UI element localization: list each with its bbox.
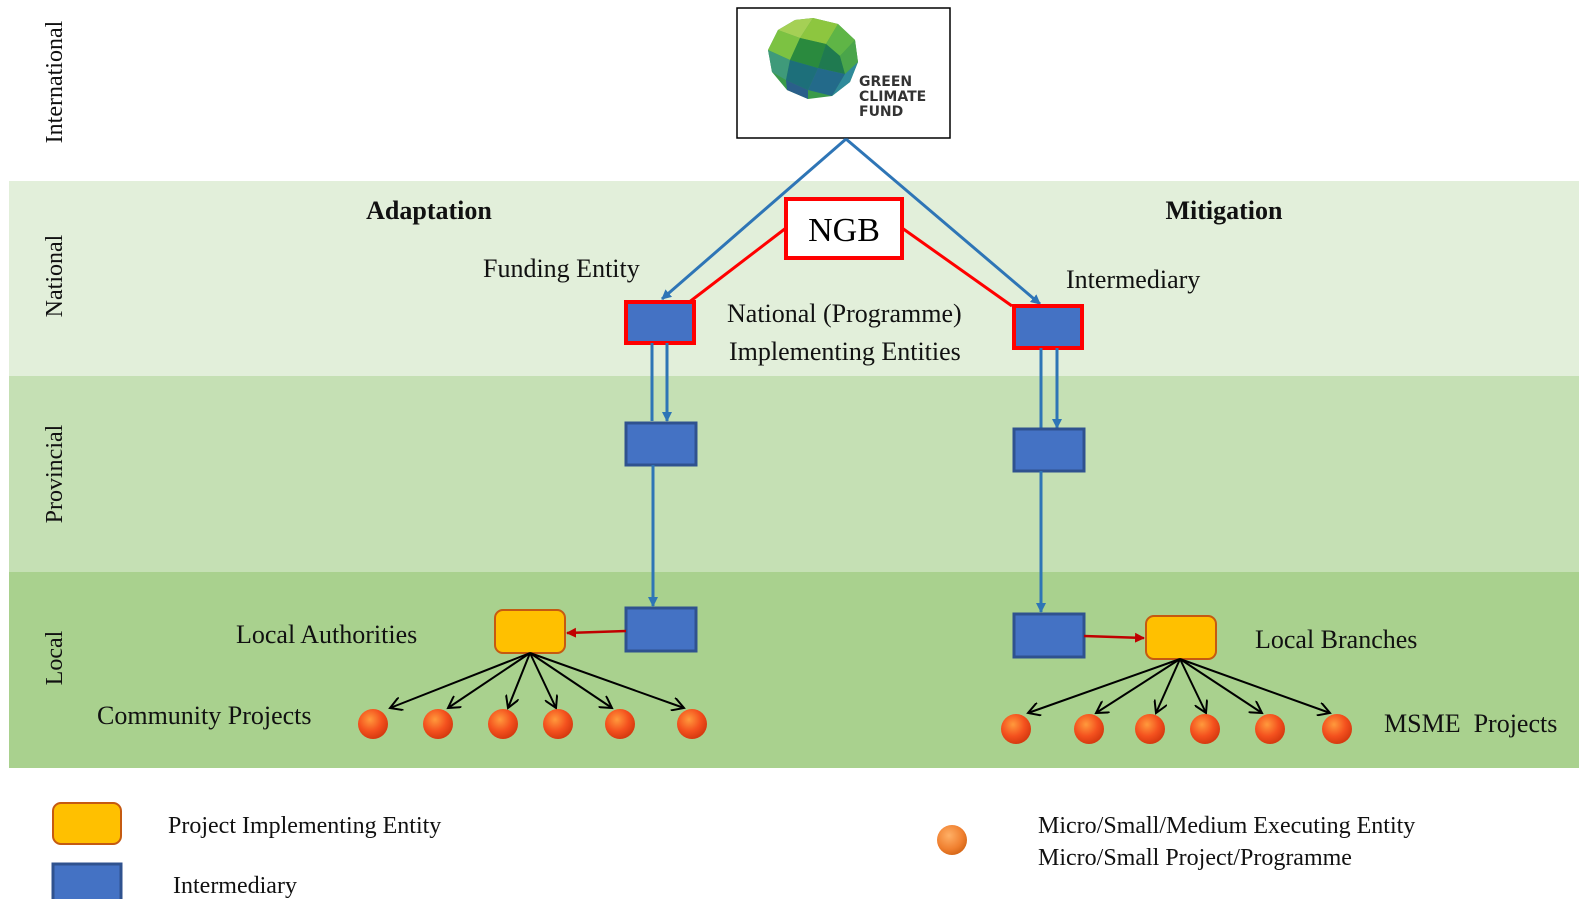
- provincial-intermediary-mitigation: [1012, 427, 1086, 473]
- community-project-dot: [543, 709, 573, 739]
- funding-entity-label: Funding Entity: [483, 254, 640, 283]
- band-provincial: [9, 376, 1579, 572]
- community-project-dots: [358, 709, 707, 739]
- legend: Project Implementing Entity Intermediary…: [51, 802, 1415, 899]
- logo-text-line1: GREEN: [859, 74, 912, 90]
- logo-text-line2: CLIMATE: [859, 89, 926, 105]
- msme-projects-label: MSME Projects: [1384, 709, 1557, 738]
- level-label-local: Local: [42, 630, 68, 685]
- legend-pie-swatch: [52, 802, 122, 845]
- ngb-link-adaptation: [687, 226, 787, 305]
- msme-project-dot: [1322, 714, 1352, 744]
- mitigation-heading: Mitigation: [1166, 196, 1284, 225]
- arrow-intermediary-to-local-authorities: [566, 627, 627, 638]
- level-label-provincial: Provincial: [42, 424, 68, 523]
- level-label-national: National: [42, 234, 68, 317]
- globe-icon: [768, 18, 858, 99]
- legend-executing-line2: Micro/Small Project/Programme: [1038, 845, 1352, 871]
- legend-intermediary-label: Intermediary: [173, 873, 297, 899]
- community-projects-label: Community Projects: [97, 701, 312, 730]
- local-branches-label: Local Branches: [1255, 625, 1417, 654]
- national-intermediary-mitigation: [1012, 304, 1084, 350]
- adaptation-heading: Adaptation: [366, 196, 492, 225]
- arrow-gcf-to-adaptation: [661, 137, 847, 301]
- local-intermediary-adaptation: [624, 606, 698, 653]
- community-project-dot: [358, 709, 388, 739]
- msme-project-dot: [1074, 714, 1104, 744]
- band-local: [9, 572, 1579, 768]
- national-implementing-line1: National (Programme): [727, 299, 962, 328]
- logo-text-line3: FUND: [859, 104, 903, 120]
- community-project-dot: [605, 709, 635, 739]
- msme-project-dot: [1135, 714, 1165, 744]
- national-implementing-line2: Implementing Entities: [729, 337, 961, 366]
- local-authorities-label: Local Authorities: [236, 620, 417, 649]
- local-intermediary-mitigation: [1012, 612, 1086, 659]
- level-label-international: International: [42, 20, 68, 143]
- intermediary-label-mitigation: Intermediary: [1066, 265, 1200, 294]
- legend-pie-label: Project Implementing Entity: [168, 813, 441, 839]
- legend-intermediary-swatch: [51, 862, 123, 899]
- community-project-dot: [677, 709, 707, 739]
- community-project-dot: [423, 709, 453, 739]
- gcf-logo: GREEN CLIMATE FUND: [736, 7, 951, 139]
- national-intermediary-adaptation: [624, 300, 696, 345]
- ngb-box: [784, 197, 904, 260]
- msme-project-dot: [1190, 714, 1220, 744]
- msme-fanout-arrows: [1028, 658, 1330, 713]
- legend-executing-line1: Micro/Small/Medium Executing Entity: [1038, 813, 1415, 839]
- local-authorities-box: [494, 609, 566, 654]
- arrow-gcf-to-mitigation: [845, 137, 1041, 306]
- legend-executing-dot: [937, 825, 967, 855]
- community-project-dot: [488, 709, 518, 739]
- msme-project-dot: [1001, 714, 1031, 744]
- ngb-link-mitigation: [901, 226, 1013, 308]
- arrow-intermediary-to-local-branches: [1083, 632, 1145, 643]
- provincial-intermediary-adaptation: [624, 421, 698, 467]
- msme-project-dots: [1001, 714, 1352, 744]
- local-branches-box: [1145, 615, 1217, 660]
- msme-project-dot: [1255, 714, 1285, 744]
- community-fanout-arrows: [390, 652, 684, 708]
- ngb-label: NGB: [808, 212, 880, 249]
